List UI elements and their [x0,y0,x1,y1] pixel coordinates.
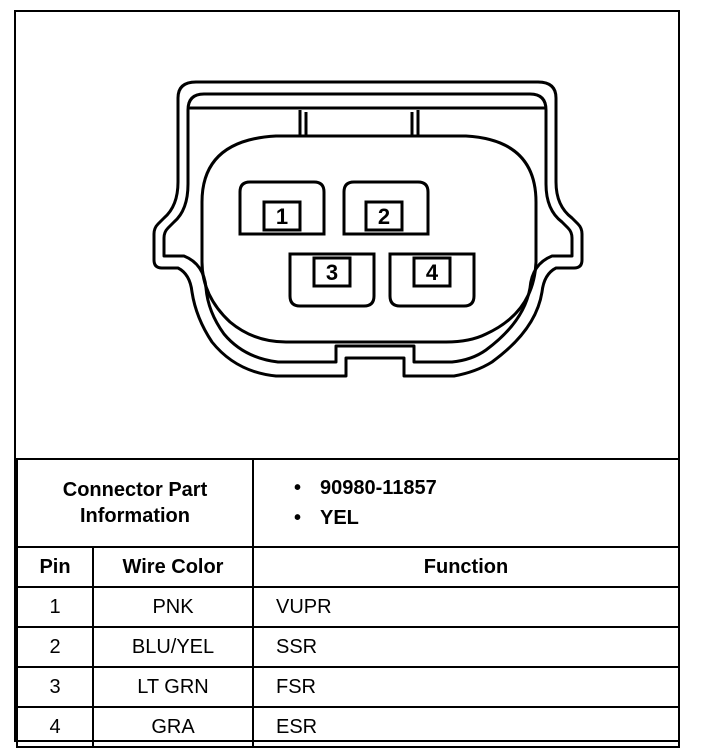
row-wire-color: BLU/YEL [92,626,254,668]
pin-2-terminal [364,200,404,232]
connector-info-row: Connector Part Information • 90980-11857 … [16,458,680,548]
connector-housing-inner-line [162,92,574,364]
connector-info-values: • 90980-11857 • YEL [252,458,680,548]
pin-4-label: 4 [426,260,439,285]
pin-1-cavity [238,180,326,236]
pin-4-cavity [388,252,476,308]
bullet-icon: • [294,477,302,499]
header-function: Function [252,546,680,588]
pin-table: Connector Part Information • 90980-11857 … [16,458,680,748]
row-pin: 1 [16,586,94,628]
pin-2-cavity [342,180,430,236]
row-function: FSR [252,666,680,708]
row-wire-color: PNK [92,586,254,628]
header-wire-color: Wire Color [92,546,254,588]
connector-housing-outline [152,80,584,378]
table-row: 2 BLU/YEL SSR [16,626,680,668]
table-row: 1 PNK VUPR [16,586,680,628]
pin-3-cavity [288,252,376,308]
latch-notch [304,112,414,138]
row-pin: 4 [16,706,94,748]
row-pin: 2 [16,626,94,668]
pin-3-label: 3 [326,260,338,285]
pin-3-terminal [312,256,352,288]
table-row: 4 GRA ESR [16,706,680,748]
pin-cavity-outline [200,134,538,344]
connector-drawing: 1 2 3 4 [152,80,584,378]
row-function: SSR [252,626,680,668]
row-pin: 3 [16,666,94,708]
connector-color-item: • YEL [294,503,678,533]
connector-info-label: Connector Part Information [16,458,254,548]
row-function: ESR [252,706,680,748]
row-wire-color: GRA [92,706,254,748]
part-number-item: • 90980-11857 [294,473,678,503]
pin-1-label: 1 [276,204,288,229]
pin-1-terminal [262,200,302,232]
pin-2-label: 2 [378,204,390,229]
row-function: VUPR [252,586,680,628]
part-number: 90980-11857 [320,477,437,499]
header-pin: Pin [16,546,94,588]
connector-info-label-line1: Connector Part [62,479,208,501]
connector-info-label-line2: Information [80,505,190,527]
connector-color: YEL [320,507,359,529]
table-row: 3 LT GRN FSR [16,666,680,708]
row-wire-color: LT GRN [92,666,254,708]
table-header-row: Pin Wire Color Function [16,546,680,588]
pin-4-terminal [412,256,452,288]
connector-face-view: 1 2 3 4 [16,12,678,458]
bullet-icon: • [294,507,302,529]
diagram-frame: 1 2 3 4 [14,10,680,748]
